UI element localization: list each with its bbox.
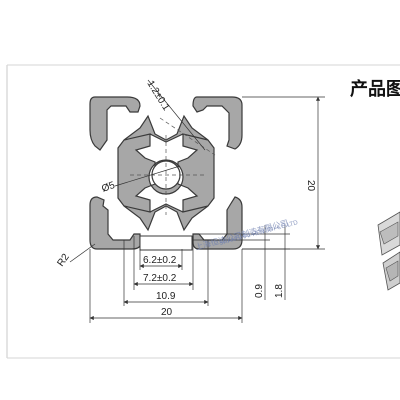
dim-height: 20	[305, 180, 316, 192]
dim-lip-depth: 1.8	[274, 284, 285, 298]
watermark: 上海恒迪公司制造有限公司 SHANGHAI HENGDI CO.LTD	[194, 217, 299, 252]
product-3d-partial	[377, 211, 400, 291]
dim-wall-thickness: 1.2±0.1	[144, 79, 171, 113]
dim-lip: 0.9	[254, 284, 265, 298]
centerlines	[130, 117, 216, 215]
dimension-lines	[69, 79, 325, 323]
dim-bore-diameter: Ø5	[100, 180, 117, 195]
dim-slot-depth: 10.9	[156, 291, 176, 302]
dim-corner-radius: R2	[55, 252, 72, 269]
dim-slot-outer: 7.2±0.2	[143, 273, 177, 284]
page-title: 产品图	[350, 78, 400, 100]
dim-slot-inner: 6.2±0.2	[143, 255, 177, 266]
bottom-slot	[139, 235, 193, 251]
dim-width: 20	[161, 307, 173, 318]
